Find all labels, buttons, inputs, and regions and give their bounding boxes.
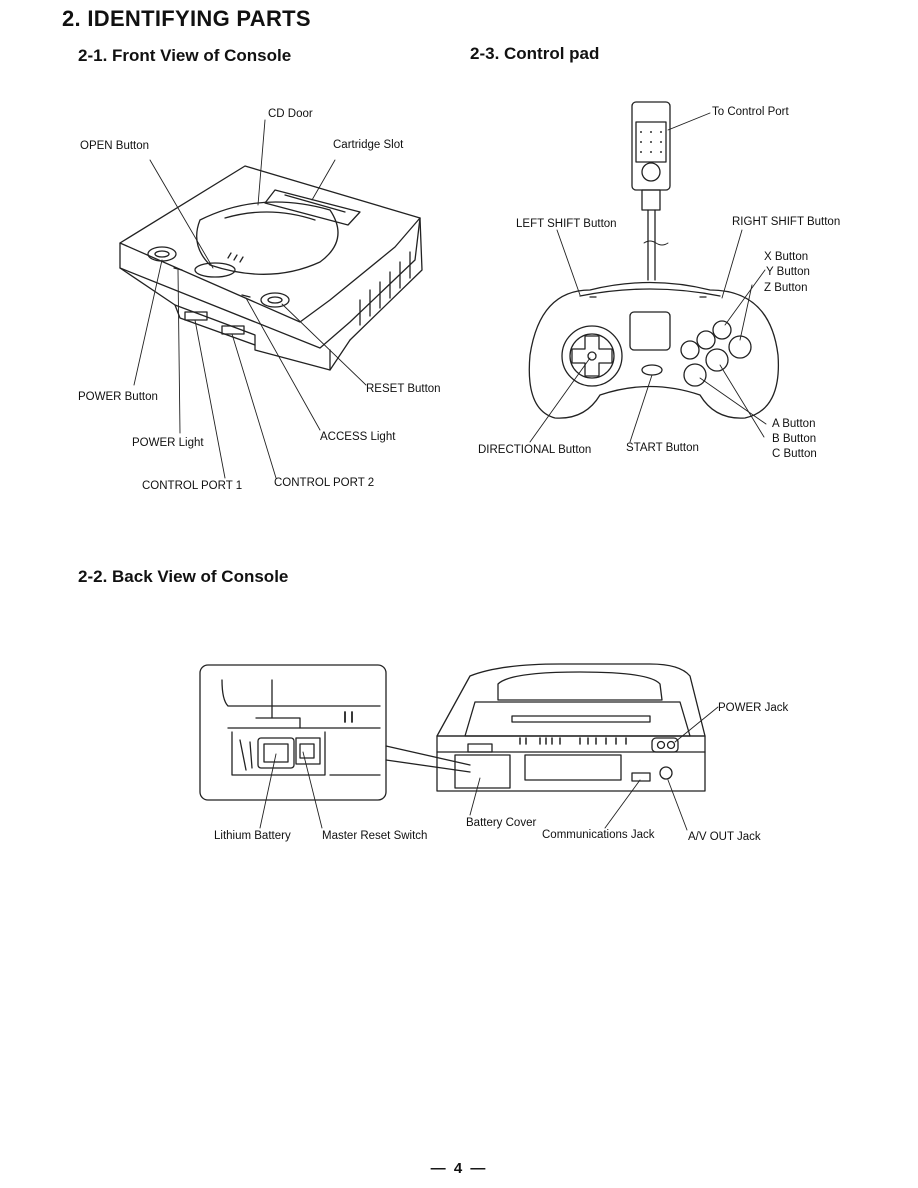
b-button-label: B Button (772, 433, 817, 445)
communications-jack-label: Communications Jack (542, 829, 655, 841)
battery-cover-label: Battery Cover (466, 817, 537, 829)
control-port-1-label: CONTROL PORT 1 (142, 480, 243, 492)
left-shift-label: LEFT SHIFT Button (516, 218, 617, 230)
control-port-2-label: CONTROL PORT 2 (274, 477, 375, 489)
c-button-label: C Button (772, 448, 817, 460)
back-view-heading: 2-2. Back View of Console (78, 567, 289, 586)
cd-door-label: CD Door (268, 108, 313, 120)
power-button-label: POWER Button (78, 391, 158, 403)
y-button-label: Y Button (766, 266, 810, 278)
z-button-label: Z Button (764, 282, 808, 294)
control-pad-drawing (528, 101, 780, 419)
directional-button-label: DIRECTIONAL Button (478, 444, 592, 456)
front-view-heading: 2-1. Front View of Console (78, 46, 292, 65)
page-number: — 4 — (430, 1160, 488, 1177)
start-button-label: START Button (626, 442, 699, 454)
cartridge-slot-label: Cartridge Slot (333, 139, 404, 151)
power-jack-label: POWER Jack (718, 702, 789, 714)
page-title: 2. IDENTIFYING PARTS (62, 6, 311, 31)
power-light-label: POWER Light (132, 437, 204, 449)
master-reset-switch-label: Master Reset Switch (322, 830, 428, 842)
a-button-label: A Button (772, 418, 816, 430)
av-out-jack-label: A/V OUT Jack (688, 831, 761, 843)
x-button-label: X Button (764, 251, 809, 263)
control-pad-heading: 2-3. Control pad (470, 44, 600, 63)
front-console-drawing (119, 165, 423, 371)
lithium-battery-label: Lithium Battery (214, 830, 291, 842)
back-detail-inset (199, 664, 471, 801)
right-shift-label: RIGHT SHIFT Button (732, 216, 841, 228)
reset-button-label: RESET Button (366, 383, 441, 395)
open-button-label: OPEN Button (80, 140, 150, 152)
back-console-drawing (436, 663, 706, 792)
to-control-port-label: To Control Port (712, 106, 789, 118)
access-light-label: ACCESS Light (320, 431, 396, 443)
